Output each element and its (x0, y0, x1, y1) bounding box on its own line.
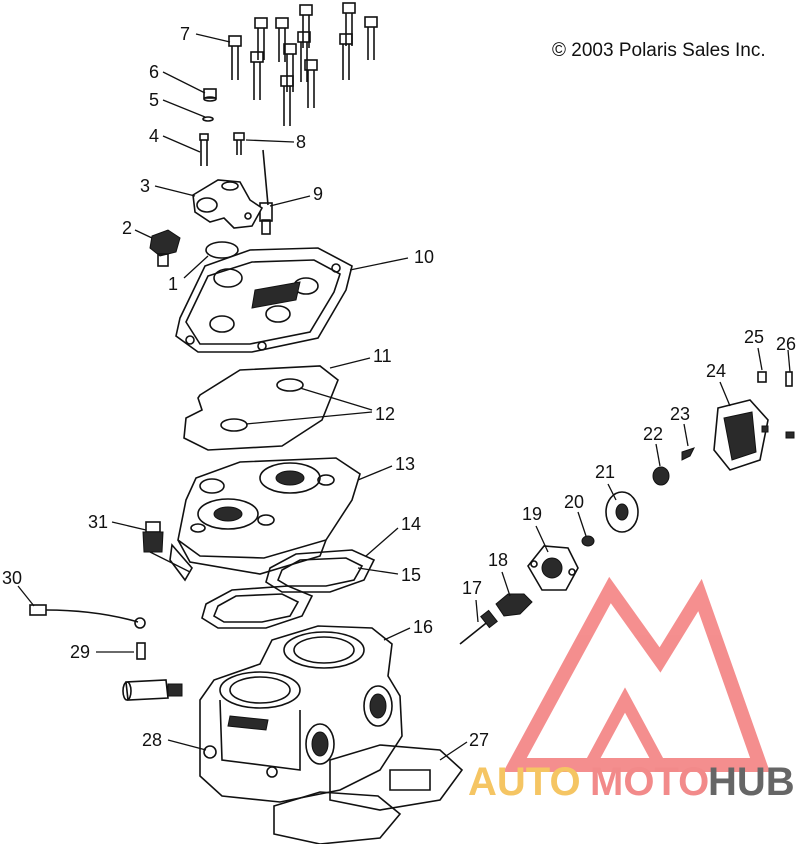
callout-11: 11 (373, 346, 392, 366)
cylinder-head-cover (175, 247, 353, 353)
sensor-9 (259, 149, 273, 235)
callout-10: 10 (414, 247, 434, 267)
stud-4 (199, 133, 209, 166)
copyright-notice: © 2003 Polaris Sales Inc. (552, 40, 766, 61)
callout-labels: 7 6 5 4 8 9 3 2 1 10 11 12 13 14 15 16 1… (2, 24, 796, 750)
callout-28: 28 (142, 730, 162, 750)
callout-18: 18 (488, 550, 508, 570)
callout-25: 25 (744, 327, 764, 347)
callout-26: 26 (776, 334, 796, 354)
callout-27: 27 (469, 730, 489, 750)
callout-1: 1 (168, 274, 178, 294)
callout-29: 29 (70, 642, 90, 662)
cylinder-block (199, 625, 403, 803)
sensor-wire-30 (29, 604, 146, 629)
callout-2: 2 (122, 218, 132, 238)
pump-cover-19 (527, 545, 579, 591)
callout-17: 17 (462, 578, 482, 598)
callout-12: 12 (375, 404, 395, 424)
thermostat (149, 229, 181, 267)
callout-24: 24 (706, 361, 726, 381)
pump-housing-24 (713, 399, 769, 471)
spring-23 (681, 447, 695, 461)
nut-and-washer (202, 88, 217, 122)
leader-lines (17, 33, 791, 761)
watermark-logo (503, 576, 770, 772)
pump-gasket-18 (495, 593, 533, 617)
callout-5: 5 (149, 90, 159, 110)
watermark-moto: MOTO (590, 760, 709, 804)
impeller-21 (605, 491, 639, 533)
pump-shaft-17 (459, 609, 498, 645)
callout-3: 3 (140, 176, 150, 196)
watermark-hub: HUB (708, 760, 795, 804)
callout-14: 14 (401, 514, 421, 534)
seal-22 (652, 466, 670, 486)
callout-9: 9 (313, 184, 323, 204)
callout-31: 31 (88, 512, 108, 532)
head-gasket-11 (183, 365, 339, 451)
callout-30: 30 (2, 568, 22, 588)
head-bolts (228, 2, 378, 126)
callout-7: 7 (180, 24, 190, 44)
callout-13: 13 (395, 454, 415, 474)
callout-20: 20 (564, 492, 584, 512)
callout-15: 15 (401, 565, 421, 585)
lower-gaskets (273, 744, 464, 845)
callout-21: 21 (595, 462, 615, 482)
dowel-pin-29 (136, 642, 146, 660)
callout-8: 8 (296, 132, 306, 152)
cylinder-head (169, 457, 361, 582)
pump-screws (757, 371, 795, 439)
washer-20 (581, 535, 595, 547)
o-ring-1 (205, 241, 239, 259)
callout-22: 22 (643, 424, 663, 444)
bushing (122, 679, 183, 701)
watermark-auto: AUTO (468, 760, 581, 804)
callout-16: 16 (413, 617, 433, 637)
callout-23: 23 (670, 404, 690, 424)
screw-8 (233, 132, 245, 155)
plug-31 (142, 521, 164, 553)
callout-6: 6 (149, 62, 159, 82)
thermostat-housing (192, 179, 264, 229)
callout-19: 19 (522, 504, 542, 524)
callout-4: 4 (149, 126, 159, 146)
base-gaskets (201, 549, 376, 629)
